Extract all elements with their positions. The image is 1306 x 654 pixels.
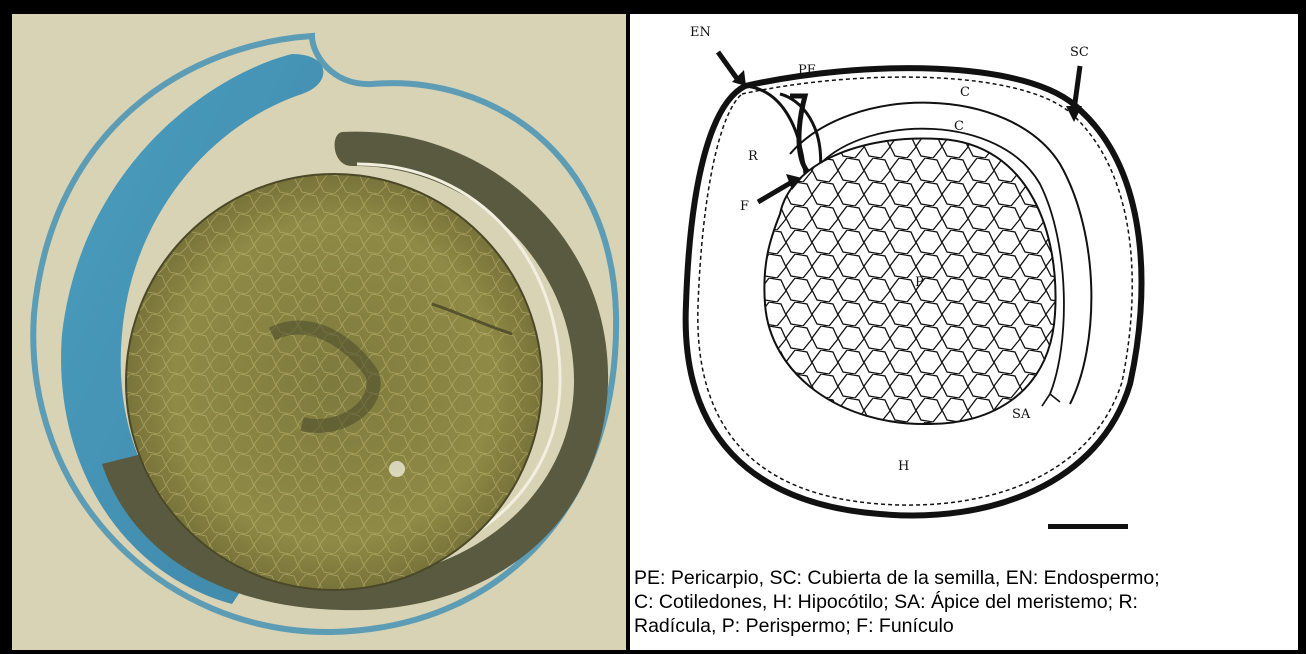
seed-diagram: EN PE SC C C R F P SA H PE: Pericarpio, … xyxy=(630,14,1298,650)
seed-line-drawing: EN PE SC C C R F P SA H xyxy=(630,14,1298,554)
micrograph-illustration xyxy=(12,14,626,650)
label-c-outer: C xyxy=(960,85,970,100)
caption-line-3: Radícula, P: Perispermo; F: Funículo xyxy=(634,614,1294,638)
label-r: R xyxy=(748,149,759,164)
arrow-en xyxy=(718,52,746,86)
label-p: P xyxy=(915,275,924,290)
label-en: EN xyxy=(690,25,711,40)
figure-frame: EN PE SC C C R F P SA H PE: Pericarpio, … xyxy=(4,4,1302,650)
label-h: H xyxy=(898,459,909,474)
caption-line-1: PE: Pericarpio, SC: Cubierta de la semil… xyxy=(634,566,1294,590)
label-sc: SC xyxy=(1070,45,1089,60)
label-pe: PE xyxy=(798,63,816,78)
label-sa: SA xyxy=(1012,407,1031,422)
seed-micrograph xyxy=(12,14,626,650)
label-c-inner: C xyxy=(954,119,964,134)
caption-line-2: C: Cotiledones, H: Hipocótilo; SA: Ápice… xyxy=(634,590,1294,614)
perisperm xyxy=(760,134,1060,429)
figure-caption: PE: Pericarpio, SC: Cubierta de la semil… xyxy=(634,566,1294,638)
scale-bar xyxy=(1048,524,1128,529)
label-f: F xyxy=(740,199,749,214)
